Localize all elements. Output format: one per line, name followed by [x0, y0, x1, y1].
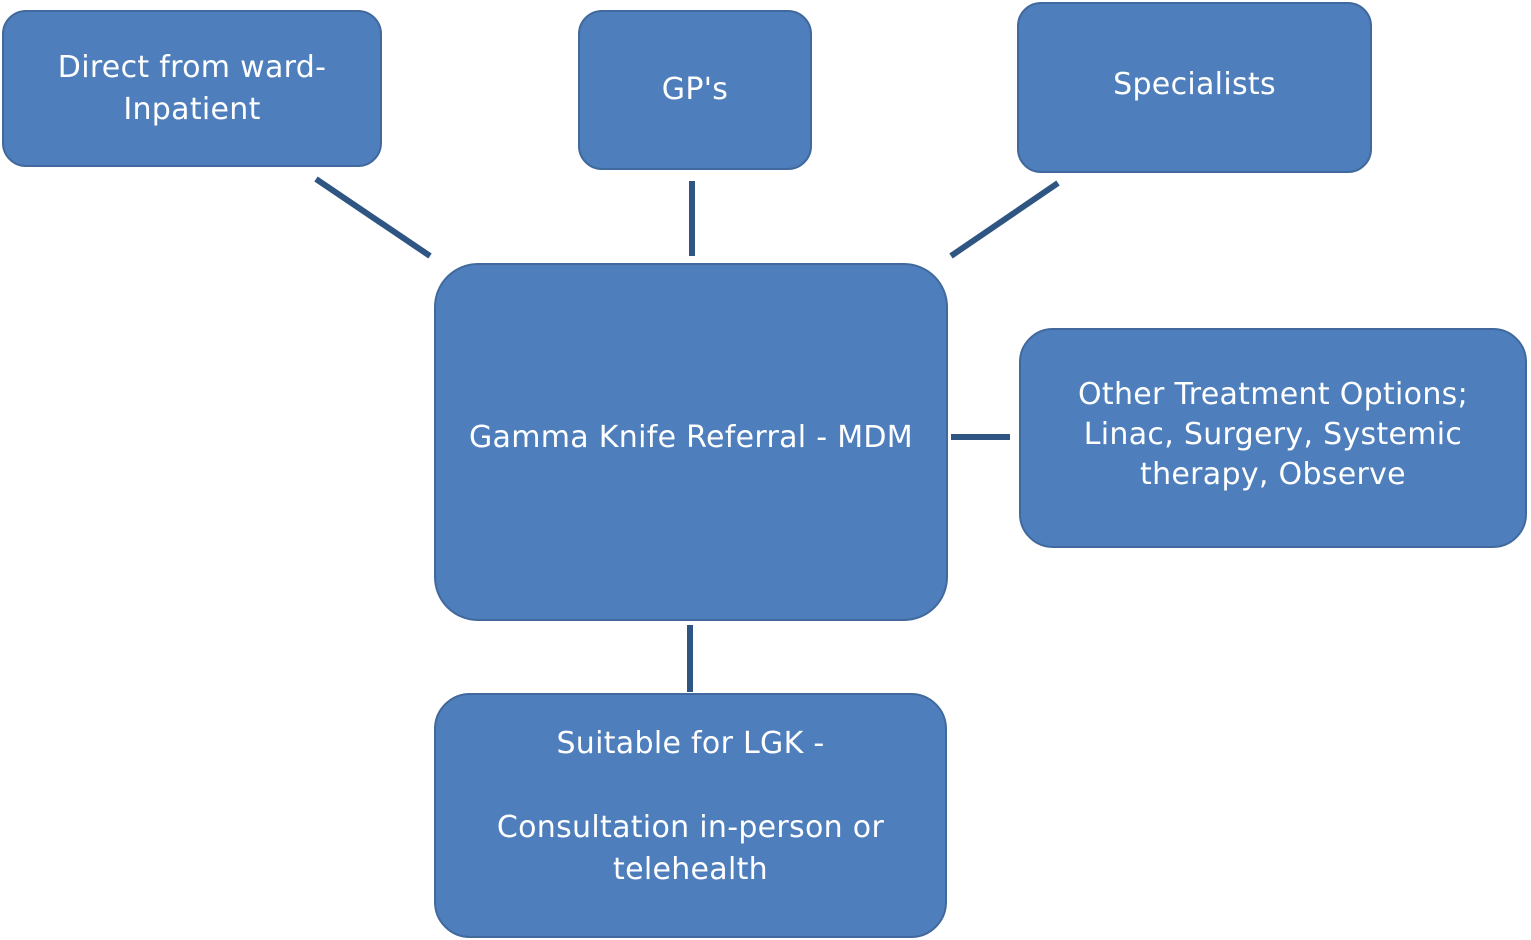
gp-referral-source-box: GP's [578, 10, 812, 170]
other-treatment-options-box: Other Treatment Options; Linac, Surgery,… [1019, 328, 1527, 548]
gp-referral-source-label: GP's [661, 72, 729, 107]
gamma-knife-referral-mdm-box: Gamma Knife Referral - MDM [434, 263, 948, 621]
connector-inpatient-to-referral [314, 176, 432, 259]
specialists-referral-source-label: Specialists [1113, 66, 1276, 102]
specialists-referral-source-box: Specialists [1017, 2, 1372, 173]
other-treatment-options-label: Other Treatment Options; Linac, Surgery,… [1078, 377, 1468, 492]
inpatient-referral-source-box: Direct from ward- Inpatient [2, 10, 382, 167]
suitable-for-lgk-box: Suitable for LGK - Consultation in-perso… [434, 693, 947, 938]
inpatient-referral-source-label: Direct from ward- Inpatient [57, 49, 327, 127]
gamma-knife-referral-mdm-label: Gamma Knife Referral - MDM [469, 420, 913, 455]
connector-specialists-to-referral [949, 180, 1060, 259]
suitable-for-lgk-label: Suitable for LGK - Consultation in-perso… [496, 725, 885, 887]
